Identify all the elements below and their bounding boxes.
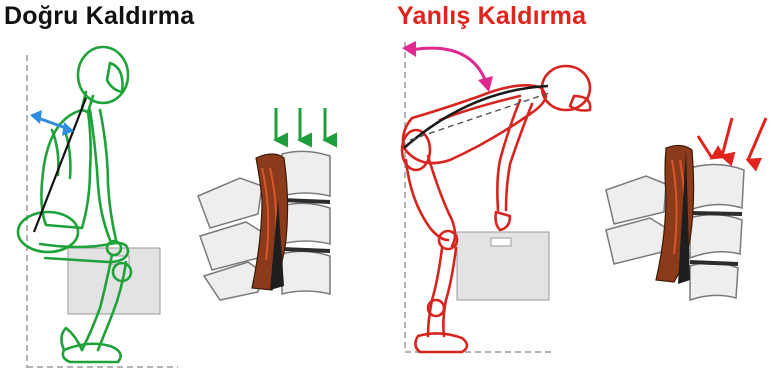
correct-lifting-panel	[18, 47, 330, 368]
double-headed-arrow-icon	[402, 41, 493, 92]
down-arrow-icon	[698, 118, 766, 160]
box-handle	[491, 238, 511, 246]
wrong-lifting-panel	[402, 41, 766, 352]
spine-icon	[198, 151, 330, 300]
wrong-posture-figure	[402, 66, 590, 352]
down-arrow-icon	[276, 108, 325, 140]
correct-posture-figure	[18, 47, 131, 362]
spine-icon	[606, 145, 744, 300]
